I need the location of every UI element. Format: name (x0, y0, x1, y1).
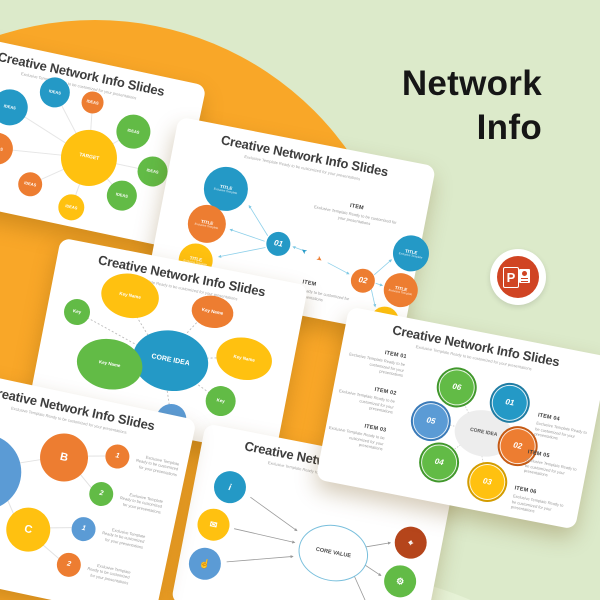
title-node-sub: Exclusive Template (398, 251, 423, 260)
title-node-sub: Exclusive Template (213, 186, 238, 196)
slide-card-core-value: Creative Network Info Slides Exclusive T… (170, 423, 457, 600)
pie-chart-icon (522, 271, 527, 276)
product-title: Network Info (402, 62, 542, 150)
powerpoint-badge: P (490, 249, 546, 305)
slide-card-flow-steps: Creative Network Info Slides Exclusive T… (145, 116, 437, 338)
title-node-sub: Exclusive Template (388, 287, 413, 297)
powerpoint-p-letter: P (503, 267, 519, 288)
powerpoint-icon: P (497, 256, 539, 298)
connector-lines (218, 204, 393, 308)
product-title-line1: Network (401, 64, 542, 103)
slide-card-ideas-branches: Creative Network Info Slides Exclusive T… (0, 368, 197, 600)
slide-card-numbered-cycle: Creative Network Info Slides Exclusive T… (315, 306, 600, 530)
text-line-icon (521, 280, 528, 282)
slide-card-hub-network: Creative Network Info Slides Exclusive T… (0, 33, 207, 249)
text-line-icon (521, 278, 528, 280)
slide-page-icon (519, 269, 530, 283)
product-title-line2: Info (476, 107, 542, 147)
slide-card-core-idea-map: Creative Network Info Slides Exclusive T… (27, 237, 309, 457)
title-node-sub: Exclusive Template (194, 221, 219, 231)
